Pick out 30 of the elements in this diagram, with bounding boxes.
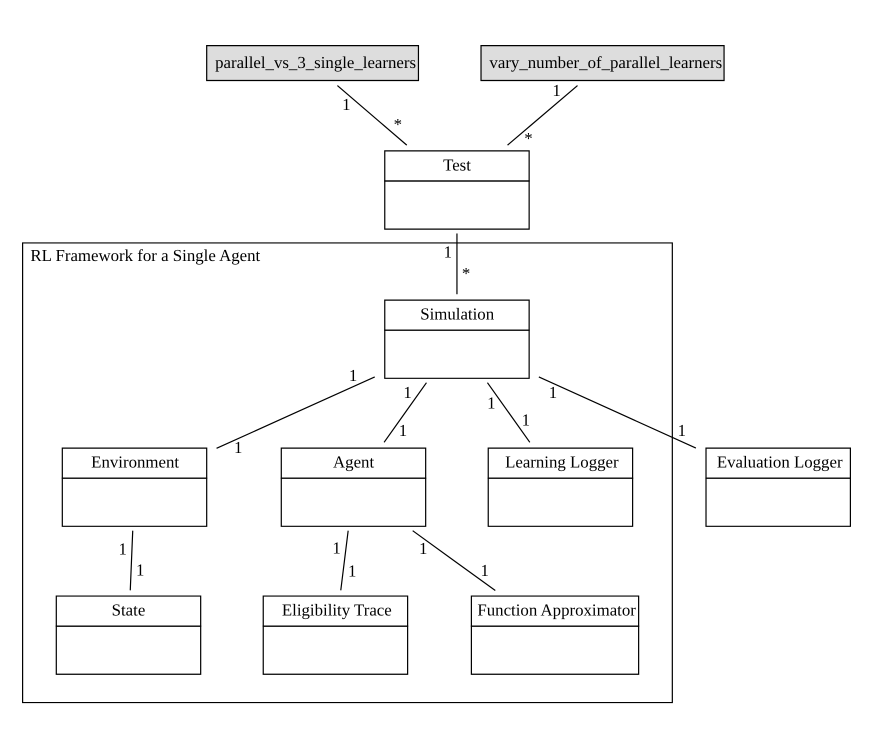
connector <box>216 376 375 449</box>
label: 1 <box>398 421 408 440</box>
connector <box>340 530 349 590</box>
label: 1 <box>118 539 127 558</box>
label: * <box>524 128 533 148</box>
label: * <box>462 264 470 284</box>
connector <box>384 382 427 443</box>
label: 1 <box>348 561 356 580</box>
connector <box>130 530 134 590</box>
label: 1 <box>418 539 428 558</box>
label: 1 <box>348 366 358 386</box>
label: * <box>394 114 402 134</box>
label: 1 <box>552 80 561 100</box>
connector <box>538 376 696 449</box>
label: 1 <box>487 393 496 412</box>
label: 1 <box>342 94 351 114</box>
connector <box>337 85 408 146</box>
connector <box>456 233 458 294</box>
label: 1 <box>444 242 452 262</box>
connector <box>412 530 496 592</box>
label: 1 <box>480 561 489 580</box>
label: 1 <box>548 382 558 402</box>
label: 1 <box>332 538 341 558</box>
label: 1 <box>522 410 530 430</box>
connector <box>486 382 530 443</box>
label: 1 <box>678 421 686 440</box>
label: 1 <box>403 382 412 402</box>
label: 1 <box>234 438 242 458</box>
connector <box>507 85 578 146</box>
label: 1 <box>136 560 144 580</box>
